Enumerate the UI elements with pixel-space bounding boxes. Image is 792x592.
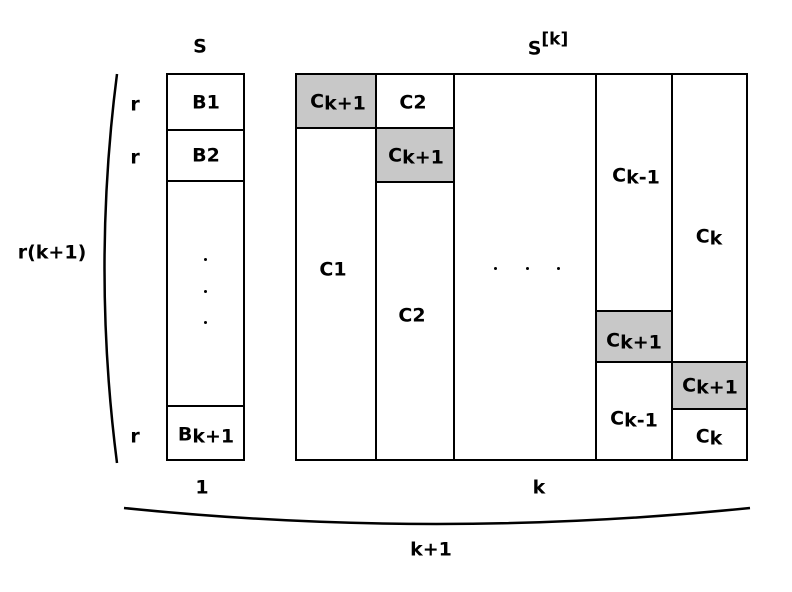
- vertical-ellipsis-dot: [204, 290, 207, 293]
- row-r-label: r: [130, 425, 140, 448]
- cell-sub: k+1: [324, 92, 366, 115]
- cell-base: C: [606, 329, 621, 352]
- block-b1: B1: [192, 91, 220, 114]
- shaded-cell: [671, 361, 748, 410]
- sk-title: S[k]: [528, 31, 569, 58]
- left-brace: [103, 73, 119, 464]
- row-r-label: r: [130, 146, 140, 169]
- vertical-ellipsis-dot: [204, 321, 207, 324]
- vertical-ellipsis-dot: [204, 258, 207, 261]
- s-title: S: [193, 35, 207, 58]
- sk-title-base: S: [527, 37, 542, 60]
- cell-base: C: [695, 225, 710, 248]
- cell-ck1: Ck+1: [682, 374, 738, 399]
- cell-base: C: [612, 164, 627, 187]
- bottom-label-total: k+1: [410, 538, 452, 561]
- cell-sub: k+1: [696, 376, 738, 399]
- cell-base: C: [388, 144, 403, 167]
- horizontal-ellipsis-dot: [526, 267, 529, 270]
- shaded-cell: [595, 310, 673, 363]
- cell-sub: k-1: [624, 409, 658, 432]
- block-bk1-sub: k+1: [192, 425, 235, 448]
- cell-sub: k-1: [626, 166, 660, 189]
- bottom-brace: [123, 506, 751, 526]
- cell-ck-top: Ck: [695, 225, 723, 250]
- block-b2: B2: [192, 144, 220, 167]
- cell-ck1: Ck+1: [606, 329, 662, 354]
- shaded-cell: [295, 73, 377, 129]
- cell-c1: C1: [319, 258, 347, 281]
- block-bk1-base: B: [177, 423, 193, 446]
- cell-sub: k: [709, 227, 723, 250]
- s-column: [166, 73, 245, 461]
- row-count-label: r(k+1): [17, 241, 87, 264]
- cell-c2-bottom: C2: [398, 304, 426, 327]
- cell-sub: k: [709, 427, 723, 450]
- cell-sub: k+1: [402, 146, 444, 169]
- shaded-cell: [375, 127, 455, 183]
- bottom-label-k: k: [532, 476, 546, 499]
- cell-ck1: Ck+1: [388, 144, 444, 169]
- sk-title-superscript: [k]: [541, 29, 569, 50]
- cell-ck-bottom: Ck: [695, 425, 723, 450]
- cell-base: C: [310, 90, 325, 113]
- cell-ck1: Ck+1: [310, 90, 366, 115]
- block-bk1: Bk+1: [177, 423, 235, 448]
- horizontal-ellipsis-dot: [557, 267, 560, 270]
- row-r-label: r: [130, 93, 140, 116]
- cell-base: C: [695, 425, 710, 448]
- cell-sub: k+1: [620, 331, 662, 354]
- cell-ckm1-top: Ck-1: [612, 164, 660, 189]
- cell-ckm1-bottom: Ck-1: [610, 407, 658, 432]
- cell-base: C: [682, 374, 697, 397]
- horizontal-ellipsis-dot: [494, 267, 497, 270]
- cell-c2-top: C2: [399, 91, 427, 114]
- cell-base: C: [610, 407, 625, 430]
- bottom-label-one: 1: [195, 476, 209, 499]
